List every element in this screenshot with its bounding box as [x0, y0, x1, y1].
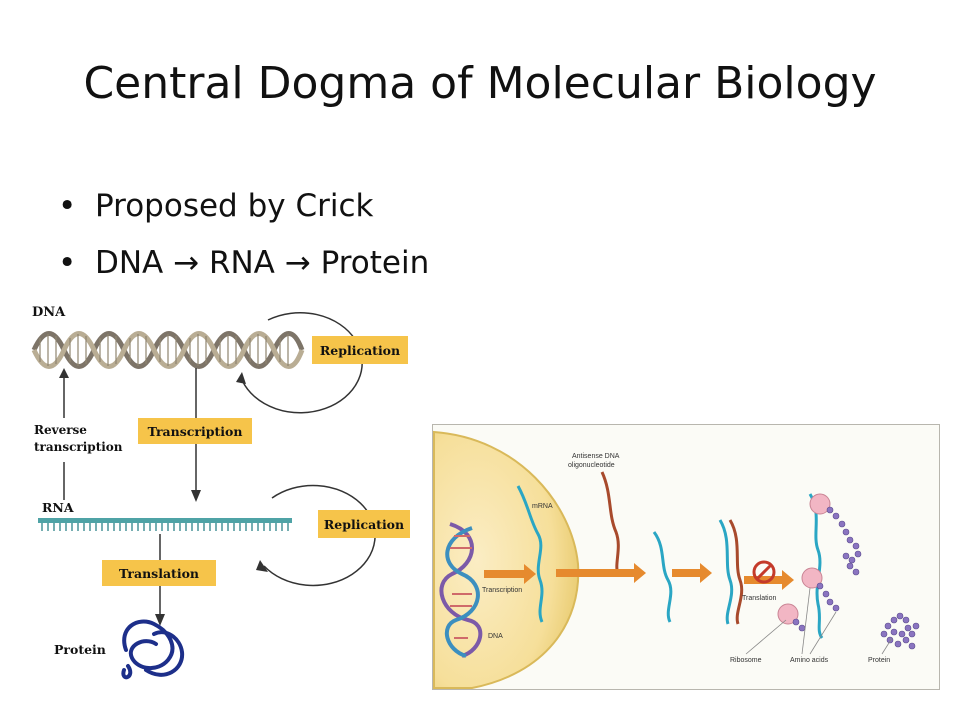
- central-dogma-diagram: DNA Replication Reverse transcription Tr…: [28, 298, 412, 688]
- transcription-box: [138, 418, 252, 444]
- ribosomes: [777, 493, 831, 625]
- antisense-label-line1: Antisense DNA: [572, 453, 620, 460]
- bullet-item-crick: Proposed by Crick: [58, 178, 429, 235]
- protein-label-right: Protein: [868, 657, 890, 664]
- translation-label-right: Translation: [742, 595, 776, 602]
- dna-label-right: DNA: [488, 633, 503, 640]
- blocked-icon: [752, 560, 776, 584]
- amino-acids-label: Amino acids: [790, 657, 829, 664]
- reverse-label-line2: transcription: [34, 440, 123, 454]
- replication-dna-label: Replication: [320, 343, 400, 358]
- export-arrow: [556, 569, 634, 577]
- dna-replication-arrow: [241, 311, 363, 414]
- mrna-label: mRNA: [532, 503, 553, 510]
- slide-title: Central Dogma of Molecular Biology: [83, 58, 877, 109]
- mrna-strand-cytoplasm: [652, 531, 673, 623]
- antisense-diagram: Transcription DNA mRNA Antisense DNA oli…: [432, 424, 940, 690]
- reverse-label-line1: Reverse: [34, 423, 87, 437]
- replication-rna-label: Replication: [324, 517, 404, 532]
- translation-box: [102, 560, 216, 586]
- protein-structure: [121, 619, 185, 680]
- duplex-antisense: [728, 519, 744, 625]
- antisense-label-line2: oligonucleotide: [568, 462, 615, 469]
- rna-replication-arrow: [263, 484, 376, 587]
- antisense-strand: [600, 471, 620, 575]
- replication-rna-box: [318, 510, 410, 538]
- ribosome-label: Ribosome: [730, 657, 762, 664]
- nucleus: [433, 430, 580, 689]
- rna-bases: [41, 523, 289, 531]
- bullet-list: Proposed by Crick DNA → RNA → Protein: [58, 178, 429, 292]
- bullet-item-dogma: DNA → RNA → Protein: [58, 235, 429, 292]
- rna-label: RNA: [42, 500, 74, 515]
- mrna-strand-nucleus: [516, 485, 544, 623]
- transcription-label-right: Transcription: [482, 587, 522, 594]
- hybridization-arrow: [672, 569, 700, 577]
- amino-acid-chains: [792, 506, 862, 632]
- duplex-mrna: [718, 519, 734, 625]
- folded-protein: [880, 612, 920, 650]
- transcription-arrow-right: [484, 570, 524, 578]
- translation-arrow-right: [744, 576, 782, 584]
- protein-label: Protein: [54, 642, 106, 657]
- transcription-label: Transcription: [148, 424, 243, 439]
- dna-helix: [31, 331, 305, 369]
- rna-strand: [38, 518, 292, 523]
- dna-label: DNA: [32, 305, 66, 320]
- replication-dna-box: [312, 336, 408, 364]
- translation-label: Translation: [119, 566, 199, 581]
- helix-dna: [439, 522, 483, 658]
